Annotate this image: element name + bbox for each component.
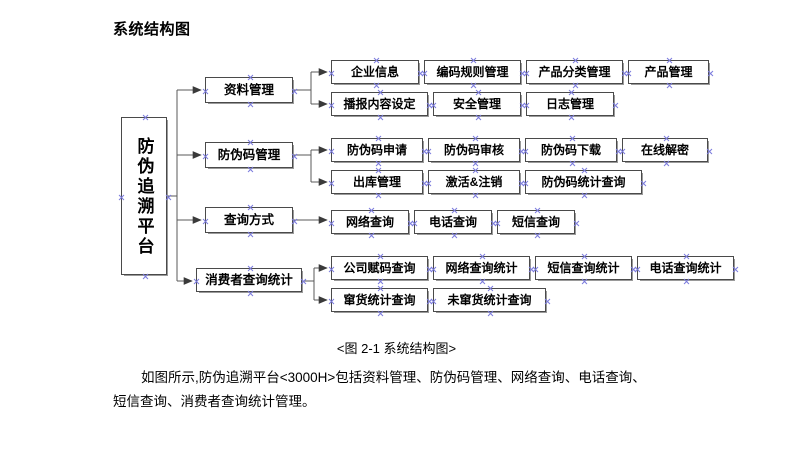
connector-lines	[167, 68, 328, 304]
node-label: 产品分类管理	[538, 65, 611, 79]
node-label: 日志管理	[545, 97, 594, 111]
node-label: 未窜货统计查询	[447, 293, 532, 307]
node-category-0[interactable]: 资料管理	[205, 77, 293, 103]
node-label: 查询方式	[223, 212, 274, 227]
node-label: 短信查询统计	[547, 261, 620, 275]
node-label: 网络查询统计	[445, 261, 518, 275]
body-text: 如图所示,防伪追溯平台<3000H>包括资料管理、防伪码管理、网络查询、电话查询…	[113, 366, 693, 414]
node-label: 安全管理	[452, 97, 501, 111]
node-item-20[interactable]: 电话查询统计	[637, 256, 734, 280]
node-item-12[interactable]: 激活&注销	[428, 170, 520, 194]
node-item-19[interactable]: 短信查询统计	[535, 256, 632, 280]
node-item-16[interactable]: 短信查询	[497, 210, 575, 234]
node-label: 防伪追溯平台	[134, 137, 154, 257]
node-item-17[interactable]: 公司赋码查询	[331, 256, 428, 280]
node-item-2[interactable]: 产品分类管理	[526, 60, 623, 84]
node-item-15[interactable]: 电话查询	[414, 210, 492, 234]
node-item-18[interactable]: 网络查询统计	[433, 256, 530, 280]
node-label: 激活&注销	[445, 175, 503, 189]
node-category-1[interactable]: 防伪码管理	[205, 142, 293, 168]
node-label: 公司赋码查询	[343, 261, 416, 275]
node-label: 防伪码申请	[346, 143, 407, 157]
node-label: 窜货统计查询	[343, 293, 416, 307]
node-label: 产品管理	[644, 65, 693, 79]
node-item-5[interactable]: 安全管理	[433, 92, 521, 116]
node-label: 电话查询	[428, 215, 477, 229]
node-item-11[interactable]: 出库管理	[331, 170, 423, 194]
figure-caption: <图 2-1 系统结构图>	[336, 341, 457, 356]
node-label: 企业信息	[350, 65, 399, 79]
node-item-1[interactable]: 编码规则管理	[424, 60, 521, 84]
node-item-22[interactable]: 未窜货统计查询	[433, 288, 546, 312]
node-label: 防伪码统计查询	[541, 175, 626, 189]
node-label: 出库管理	[352, 175, 401, 189]
node-item-0[interactable]: 企业信息	[331, 60, 419, 84]
node-item-9[interactable]: 防伪码下载	[525, 138, 617, 162]
node-label: 编码规则管理	[436, 65, 509, 79]
node-label: 播报内容设定	[343, 97, 416, 111]
page-title: 系统结构图	[113, 21, 191, 38]
node-root[interactable]: 防伪追溯平台	[121, 117, 167, 275]
node-item-7[interactable]: 防伪码申请	[331, 138, 423, 162]
node-item-13[interactable]: 防伪码统计查询	[525, 170, 642, 194]
node-category-2[interactable]: 查询方式	[205, 207, 293, 233]
node-label: 在线解密	[640, 143, 689, 157]
node-item-3[interactable]: 产品管理	[628, 60, 709, 84]
node-label: 网络查询	[345, 215, 394, 229]
node-item-6[interactable]: 日志管理	[526, 92, 614, 116]
node-item-21[interactable]: 窜货统计查询	[331, 288, 428, 312]
node-label: 防伪码审核	[443, 143, 504, 157]
node-label: 资料管理	[223, 82, 274, 97]
body-line-2: 短信查询、消费者查询统计管理。	[113, 394, 316, 409]
node-category-3[interactable]: 消费者查询统计	[196, 268, 302, 292]
system-structure-diagram: 防伪追溯平台 资料管理防伪码管理查询方式消费者查询统计 企业信息 编码规则管理 产品分类…	[0, 0, 793, 330]
node-item-10[interactable]: 在线解密	[622, 138, 708, 162]
body-line-1: 如图所示,防伪追溯平台<3000H>包括资料管理、防伪码管理、网络查询、电话查询…	[141, 370, 646, 385]
node-label: 消费者查询统计	[205, 272, 293, 287]
node-item-4[interactable]: 播报内容设定	[331, 92, 428, 116]
node-label: 短信查询	[511, 215, 560, 229]
node-item-8[interactable]: 防伪码审核	[428, 138, 520, 162]
node-label: 防伪码管理	[217, 147, 281, 162]
node-label: 电话查询统计	[649, 261, 722, 275]
node-item-14[interactable]: 网络查询	[331, 210, 409, 234]
node-label: 防伪码下载	[540, 143, 601, 157]
